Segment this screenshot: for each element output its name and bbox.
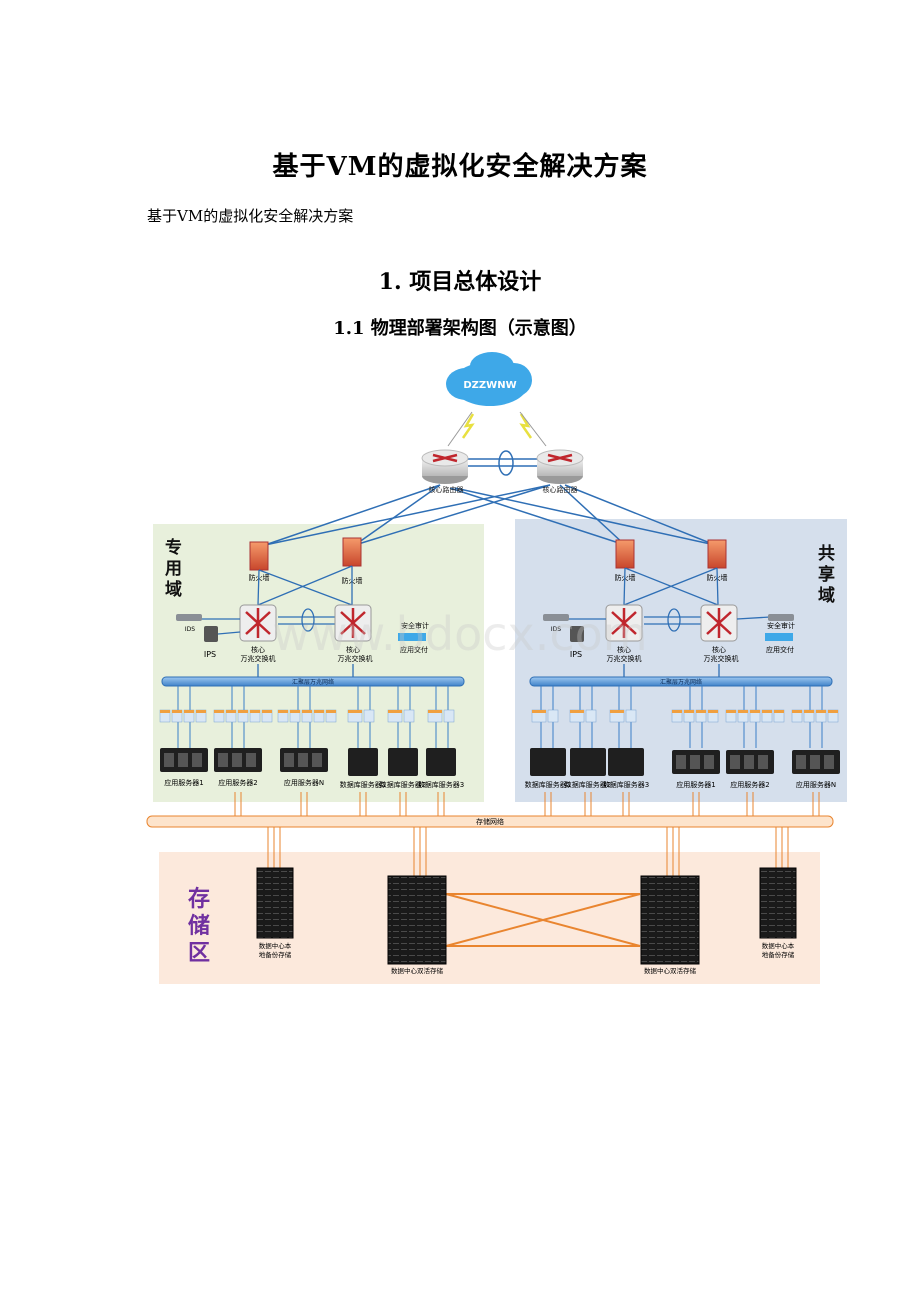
security-audit-label: 安全审计	[767, 621, 795, 630]
storage-network-bar	[146, 815, 834, 828]
aggregation-network-label: 汇聚层万兆网络	[660, 678, 702, 686]
app-delivery-device-icon	[398, 633, 426, 641]
server-label: 数据库服务器3	[418, 780, 464, 789]
storage-network-label: 存储网络	[476, 817, 504, 826]
section-heading: 1. 项目总体设计	[378, 269, 542, 295]
security-audit-label: 安全审计	[401, 621, 429, 630]
watermark: www.bdocx.com	[272, 607, 647, 661]
server-label: 应用服务器2	[218, 778, 257, 787]
aggregation-network-label: 汇聚层万兆网络	[292, 678, 334, 686]
core-router-left-label: 核心路由器	[429, 485, 464, 494]
cloud-label: DZZWNW	[463, 380, 516, 391]
app-delivery-label: 应用交付	[766, 645, 794, 654]
dual-active-storage-label: 数据中心双活存储	[644, 966, 697, 975]
dedicated-zone-label: 专用域	[165, 537, 182, 600]
wan-link-left-icon	[461, 413, 475, 439]
core-switch-label: 核心	[251, 645, 265, 654]
ips-label: IPS	[570, 650, 582, 659]
ips-device-icon	[570, 626, 584, 642]
server-label: 数据库服务器1	[340, 780, 386, 789]
core-router-right-label: 核心路由器	[543, 485, 578, 494]
local-backup-storage-label: 数据中心本地备份存储	[762, 941, 795, 959]
security-audit-device-icon	[768, 614, 794, 621]
firewall-icon	[249, 537, 727, 571]
server-label: 数据库服务器2	[565, 780, 611, 789]
ids-label: IDS	[551, 626, 561, 633]
core-switch-label: 万兆交换机	[338, 654, 373, 663]
app-delivery-device-icon	[765, 633, 793, 641]
server-label: 应用服务器1	[164, 778, 203, 787]
ips-device-icon	[204, 626, 218, 642]
server-label: 应用服务器1	[676, 780, 715, 789]
core-router-left-icon	[421, 449, 469, 484]
server-label: 应用服务器2	[730, 780, 769, 789]
server-label: 数据库服务器1	[525, 780, 571, 789]
storage-array-icon	[256, 867, 797, 965]
server-label: 应用服务器N	[796, 780, 836, 789]
ids-label: IDS	[185, 626, 195, 633]
server-label: 应用服务器N	[284, 778, 324, 787]
storage-zone-label: 存储区	[188, 886, 210, 966]
server-label: 数据库服务器2	[380, 780, 426, 789]
core-switch-label: 核心	[617, 645, 631, 654]
dual-active-storage-label: 数据中心双活存储	[391, 966, 444, 975]
subsection-heading: 1.1 物理部署架构图（示意图）	[333, 318, 587, 339]
core-switch-label: 核心	[346, 645, 360, 654]
core-switch-label: 核心	[712, 645, 726, 654]
ips-label: IPS	[204, 650, 216, 659]
core-switch-label: 万兆交换机	[607, 654, 642, 663]
core-switch-label: 万兆交换机	[241, 654, 276, 663]
app-delivery-label: 应用交付	[400, 645, 428, 654]
server-bays	[164, 753, 834, 769]
vm-tile-caps	[160, 710, 838, 713]
core-switch-icon	[239, 604, 738, 642]
core-switch-label: 万兆交换机	[704, 654, 739, 663]
core-router-right-icon	[536, 449, 584, 484]
aggregation-network-bar	[161, 676, 465, 687]
document-title: 基于VM的虚拟化安全解决方案	[272, 152, 648, 182]
shared-zone-label: 共享域	[818, 544, 835, 606]
ids-device-icon	[176, 614, 202, 621]
local-backup-storage-label: 数据中心本地备份存储	[259, 941, 292, 959]
ids-device-icon	[543, 614, 569, 621]
wan-link-right-icon	[519, 413, 533, 439]
server-label: 数据库服务器3	[603, 780, 649, 789]
cloud-icon	[446, 352, 532, 406]
document-subtitle: 基于VM的虚拟化安全解决方案	[147, 207, 354, 225]
aggregation-network-bar	[529, 676, 833, 687]
